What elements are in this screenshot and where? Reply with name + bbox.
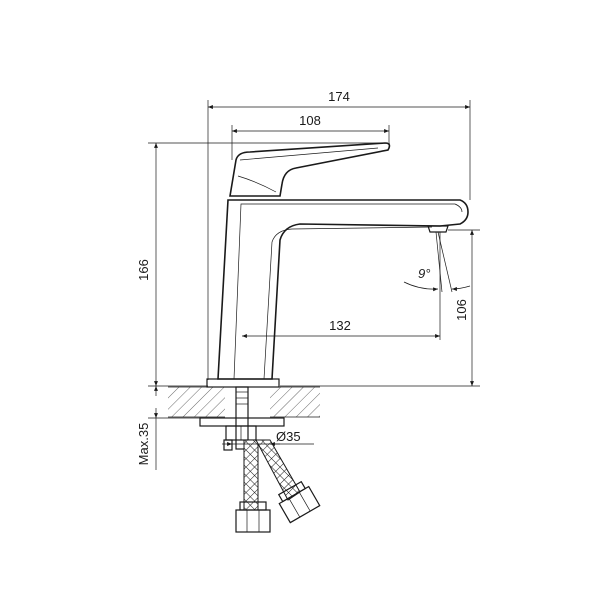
faucet-body: [206, 199, 469, 388]
dimension-handle-length: 108: [231, 113, 390, 160]
dimension-106-label: 106: [454, 299, 469, 321]
dimension-mount-thickness: Max.35: [136, 386, 200, 470]
dimension-166-label: 166: [136, 259, 151, 281]
dimension-max35-label: Max.35: [136, 423, 151, 466]
dimension-spout-height: 106: [280, 229, 480, 387]
flex-hoses: [235, 439, 321, 533]
angle-9-label: 9°: [418, 266, 430, 281]
dimension-132-label: 132: [329, 318, 351, 333]
dimension-108-label: 108: [299, 113, 321, 128]
dimension-total-height: 166: [136, 142, 390, 387]
dimension-174-label: 174: [328, 89, 350, 104]
dimension-spout-reach: 132: [242, 232, 441, 340]
countertop-section: [168, 386, 320, 418]
faucet-handle: [229, 142, 391, 197]
dimension-diameter-label: Ø35: [276, 429, 301, 444]
dimension-hole-diameter: Ø35: [222, 429, 314, 446]
dimension-spout-angle: 9°: [403, 231, 471, 293]
mounting-assembly: [199, 386, 285, 451]
dimension-overall-length: 174: [207, 89, 471, 380]
